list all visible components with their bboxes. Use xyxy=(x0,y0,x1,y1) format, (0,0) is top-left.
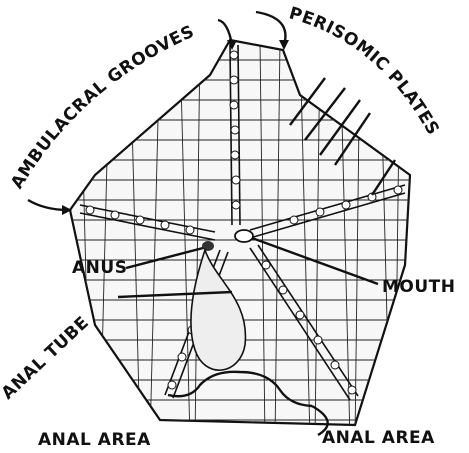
label-anal-area-right: ANAL AREA xyxy=(322,428,435,448)
label-anal-tube: ANAL TUBE xyxy=(0,313,93,404)
label-mouth: MOUTH xyxy=(382,277,456,297)
label-anal-area-left: ANAL AREA xyxy=(38,430,151,450)
mouth-opening xyxy=(235,230,253,242)
anus-opening xyxy=(202,241,214,251)
label-anal-tube-text: ANAL TUBE xyxy=(0,313,93,404)
label-anus: ANUS xyxy=(72,258,127,278)
